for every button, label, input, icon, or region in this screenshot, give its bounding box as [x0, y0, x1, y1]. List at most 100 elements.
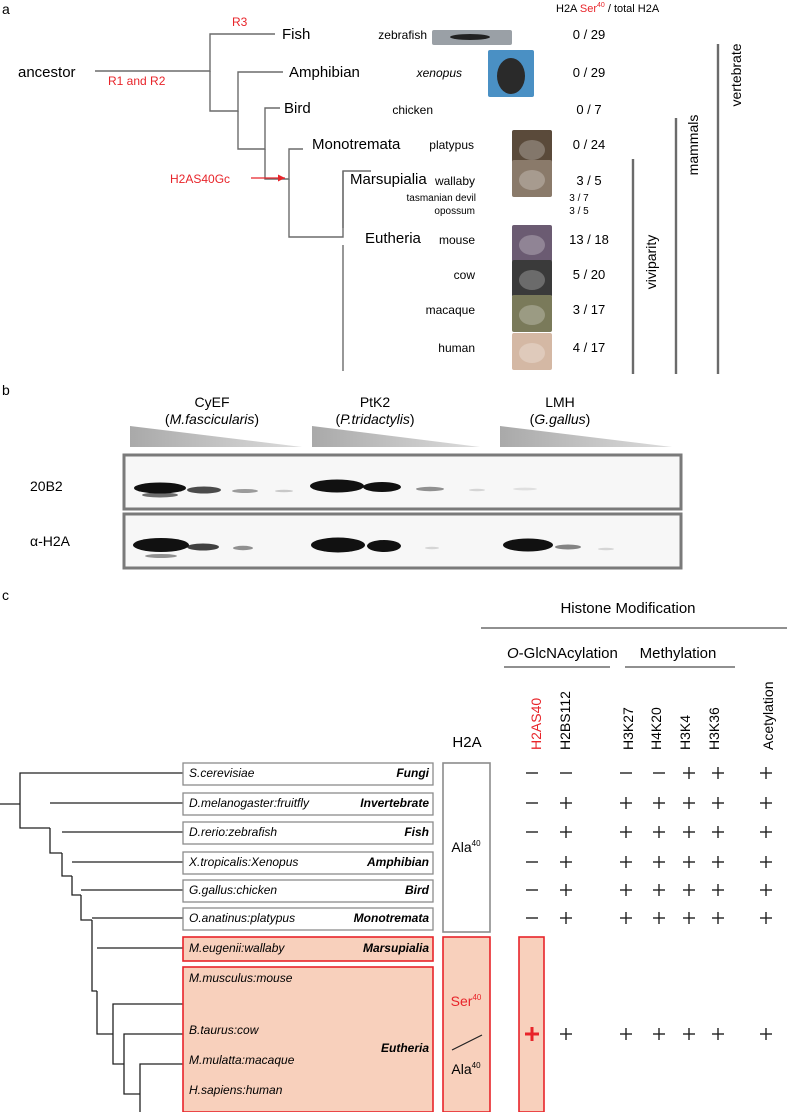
species-rows: zebrafish 0 / 29 xenopus 0 / 29 chicken 0 / 7… — [378, 27, 609, 370]
human-photo — [512, 333, 552, 370]
panel-b-label: b — [2, 382, 10, 398]
taxon-species: M.musculus:mouse — [189, 971, 293, 985]
species-ratio: 3 / 5 — [576, 173, 601, 188]
taxon-group: Eutheria — [381, 1041, 429, 1055]
marsupialia-box — [182, 936, 434, 962]
column-header: H3K27 — [620, 707, 636, 750]
taxon-group: Invertebrate — [360, 796, 429, 810]
cell-species-lmh: (G.gallus) — [530, 411, 591, 427]
root-label: ancestor — [18, 64, 76, 81]
species-label: tasmanian devil — [407, 193, 476, 204]
ala40-mammal-label: Ala40 — [451, 1061, 481, 1077]
taxon-box — [182, 879, 434, 903]
panel-a-label: a — [2, 1, 10, 17]
h2a-column-header: H2A — [452, 734, 481, 751]
species-label: xenopus — [416, 66, 462, 80]
species-ratio: 5 / 20 — [573, 267, 606, 282]
taxon-box — [182, 762, 434, 786]
column-header: H2BS112 — [557, 691, 573, 750]
ratio-header: H2A Ser40 / total H2A — [556, 2, 660, 15]
bracket-lines — [631, 44, 720, 374]
cow-photo — [512, 260, 552, 297]
species-ratio: 3 / 5 — [569, 206, 589, 217]
taxon-group: Bird — [405, 883, 430, 897]
wallaby-photo — [512, 160, 552, 197]
species-label: opossum — [434, 206, 475, 217]
cell-line-labels: CyEF (M.fascicularis) PtK2 (P.tridactyli… — [165, 394, 590, 427]
taxon-species: B.taurus:cow — [189, 1023, 260, 1037]
taxon-species: D.melanogaster:fruitfly — [189, 796, 310, 810]
species-label: macaque — [426, 303, 476, 317]
gradient-wedge-lmh — [500, 426, 672, 447]
taxon-group: Fish — [404, 825, 429, 839]
event-h2as40gc: H2AS40Gc — [170, 172, 230, 186]
platypus-photo — [512, 130, 552, 167]
column-header: H4K20 — [648, 707, 664, 750]
taxon-box — [182, 851, 434, 875]
species-label: mouse — [439, 233, 475, 247]
species-label: cow — [454, 268, 476, 282]
cladogram — [0, 772, 183, 1112]
gradient-wedge-cyef — [130, 426, 302, 447]
cell-species-ptk2: (P.tridactylis) — [335, 411, 414, 427]
xenopus-photo — [488, 50, 534, 97]
cell-name-cyef: CyEF — [195, 394, 230, 410]
taxon-species: M.eugenii:wallaby — [189, 941, 285, 955]
row-label-20b2: 20B2 — [30, 478, 63, 494]
blot-h2a — [122, 512, 683, 570]
ser-ala-slash — [451, 1034, 483, 1051]
species-ratio: 4 / 17 — [573, 340, 606, 355]
group-methylation: Methylation — [640, 645, 717, 662]
macaque-photo — [512, 295, 552, 332]
species-ratio: 0 / 29 — [573, 65, 606, 80]
taxon-species: O.anatinus:platypus — [189, 911, 295, 925]
species-ratio: 13 / 18 — [569, 232, 609, 247]
taxon-group: Monotremata — [354, 911, 430, 925]
species-ratio: 3 / 17 — [573, 302, 606, 317]
bracket-vertebrate: vertebrate — [728, 43, 744, 106]
blot-bands — [133, 479, 614, 558]
event-r3: R3 — [232, 15, 248, 29]
clade-marsupialia: Marsupialia — [350, 171, 427, 188]
taxon-species: H.sapiens:human — [189, 1083, 283, 1097]
clade-eutheria: Eutheria — [365, 230, 422, 247]
eutheria-box — [182, 966, 434, 1112]
blot-20b2 — [122, 453, 683, 511]
taxon-group: Amphibian — [366, 855, 429, 869]
taxon-species: M.mulatta:macaque — [189, 1053, 295, 1067]
column-header: H3K36 — [706, 707, 722, 750]
bracket-mammals: mammals — [685, 115, 701, 176]
gradient-wedge-ptk2 — [312, 426, 480, 447]
cell-name-lmh: LMH — [545, 394, 575, 410]
taxon-species: X.tropicalis:Xenopus — [188, 855, 298, 869]
mouse-photo — [512, 225, 552, 262]
cell-species-cyef: (M.fascicularis) — [165, 411, 259, 427]
species-ratio: 0 / 7 — [576, 102, 601, 117]
ala40-label: Ala40 — [451, 839, 481, 855]
clade-bird: Bird — [284, 100, 311, 117]
row-label-h2a: α-H2A — [30, 533, 71, 549]
column-header: Acetylation — [760, 682, 776, 750]
ser40-label: Ser40 — [451, 993, 482, 1009]
taxon-species: D.rerio:zebrafish — [189, 825, 277, 839]
species-label: human — [438, 341, 475, 355]
species-label: platypus — [429, 138, 474, 152]
clade-fish: Fish — [282, 26, 310, 43]
mammal-marks — [525, 1027, 772, 1041]
species-ratio: 0 / 29 — [573, 27, 606, 42]
h2as40-mammal-box — [518, 936, 545, 1112]
mammal-h2a-box — [442, 936, 491, 1112]
species-ratio: 0 / 24 — [573, 137, 606, 152]
species-ratio: 3 / 7 — [569, 193, 589, 204]
species-label: zebrafish — [378, 28, 427, 42]
taxon-group: Fungi — [396, 766, 429, 780]
species-label: chicken — [392, 103, 433, 117]
histone-modification-header: Histone Modification — [560, 600, 695, 617]
cell-name-ptk2: PtK2 — [360, 394, 391, 410]
bracket-viviparity: viviparity — [643, 235, 659, 289]
group-o-glcnacylation: O-GlcNAcylation — [507, 645, 618, 662]
ala40-box — [442, 762, 491, 933]
